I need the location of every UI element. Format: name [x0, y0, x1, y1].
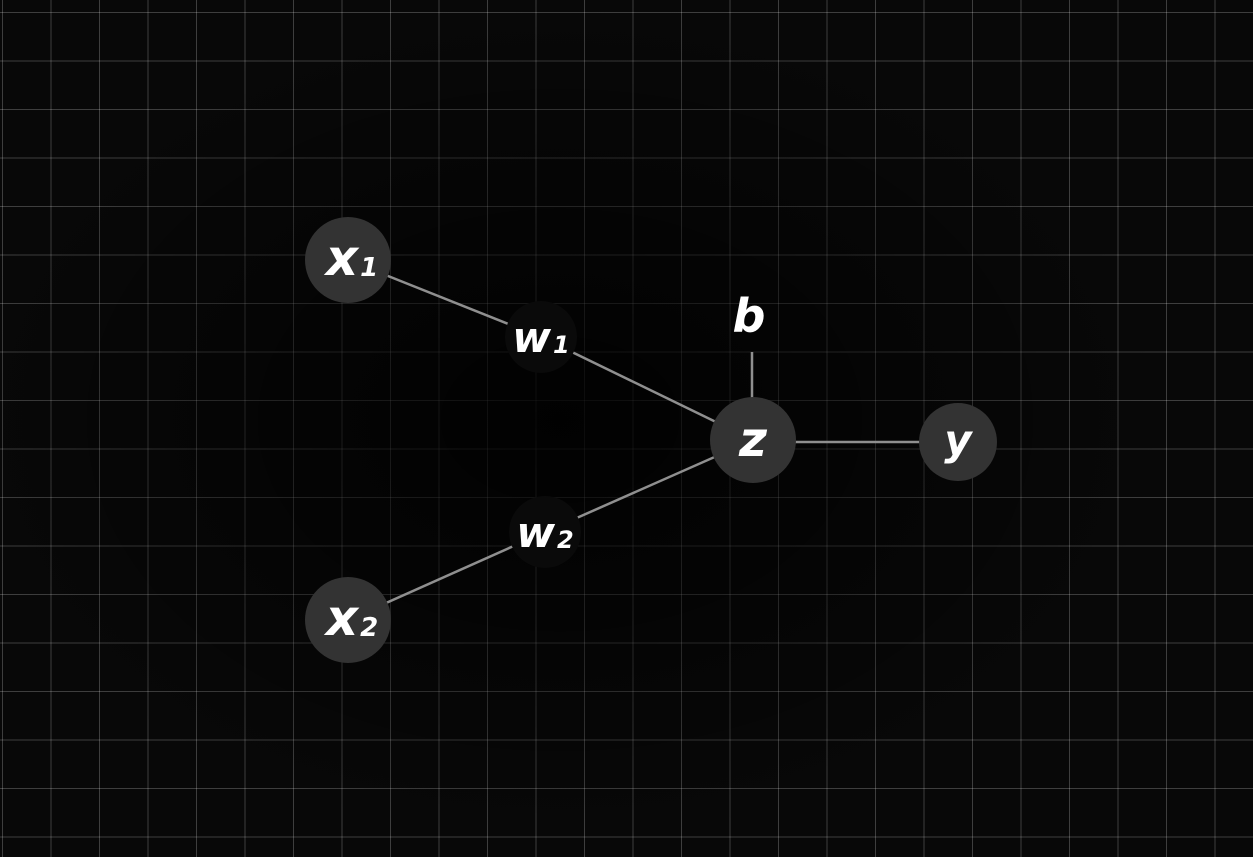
node-x1: x1 — [305, 217, 391, 303]
node-z-circle — [710, 397, 796, 483]
node-x1-circle — [305, 217, 391, 303]
node-x2: x2 — [305, 577, 391, 663]
node-x2-label: x2 — [323, 589, 378, 647]
node-w2-label: w2 — [516, 508, 574, 557]
node-w1-circle — [505, 301, 577, 373]
node-y-label: y — [944, 416, 973, 465]
node-y-circle — [919, 403, 997, 481]
node-w1: w1 — [505, 301, 577, 373]
node-w1-label: w1 — [512, 313, 570, 362]
node-z: z — [710, 397, 796, 483]
node-z-label: z — [738, 412, 768, 468]
bias-label: b — [733, 289, 766, 343]
node-x1-label: x1 — [323, 229, 378, 287]
node-y: y — [919, 403, 997, 481]
node-x2-circle — [305, 577, 391, 663]
node-w2-circle — [509, 496, 581, 568]
node-w2: w2 — [509, 496, 581, 568]
